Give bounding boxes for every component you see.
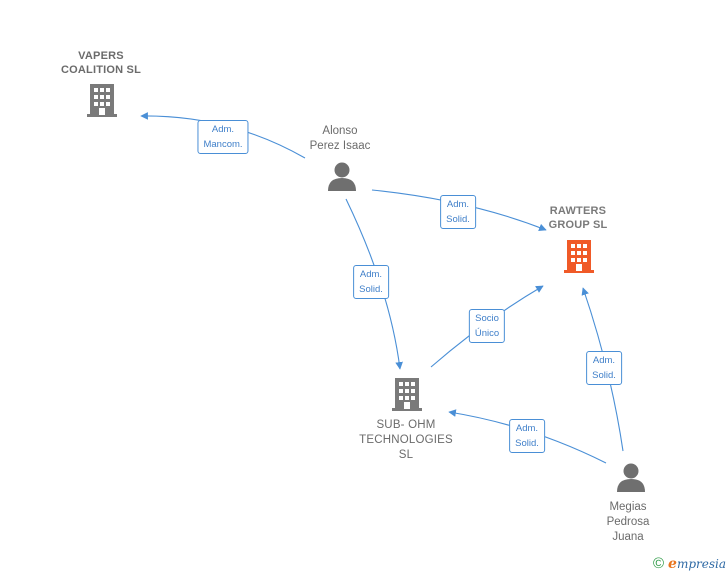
edge-label-subohm-rawters: Socio Único (468, 309, 506, 343)
company-name-vapers[interactable]: VAPERS COALITION SL (60, 50, 142, 76)
empresia-logo[interactable]: empresia (668, 556, 726, 572)
edge-label-alonso-subohm: Adm. Solid. (353, 265, 389, 299)
building-icon[interactable] (564, 240, 594, 273)
edge-label-alonso-vapers: Adm. Mancom. (197, 120, 249, 154)
edge-label-megias-rawters: Adm. Solid. (586, 351, 622, 385)
building-icon[interactable] (87, 84, 117, 117)
edge-label-megias-subohm: Adm. Solid. (509, 419, 545, 453)
footer-brand: © empresia (653, 555, 726, 572)
person-icon[interactable] (328, 162, 356, 192)
building-icon[interactable] (392, 378, 422, 411)
brand-rest: mpresia (676, 556, 726, 571)
person-name-megias[interactable]: Megias Pedrosa Juana (606, 501, 650, 543)
company-name-subohm[interactable]: SUB- OHM TECHNOLOGIES SL (359, 419, 453, 461)
edge-label-alonso-rawters: Adm. Solid. (440, 195, 476, 229)
person-icon[interactable] (617, 463, 645, 493)
copyright-icon: © (652, 555, 665, 572)
company-name-rawters[interactable]: RAWTERS GROUP SL (548, 205, 608, 231)
brand-initial: e (668, 555, 677, 572)
person-name-alonso[interactable]: Alonso Perez Isaac (309, 125, 371, 152)
